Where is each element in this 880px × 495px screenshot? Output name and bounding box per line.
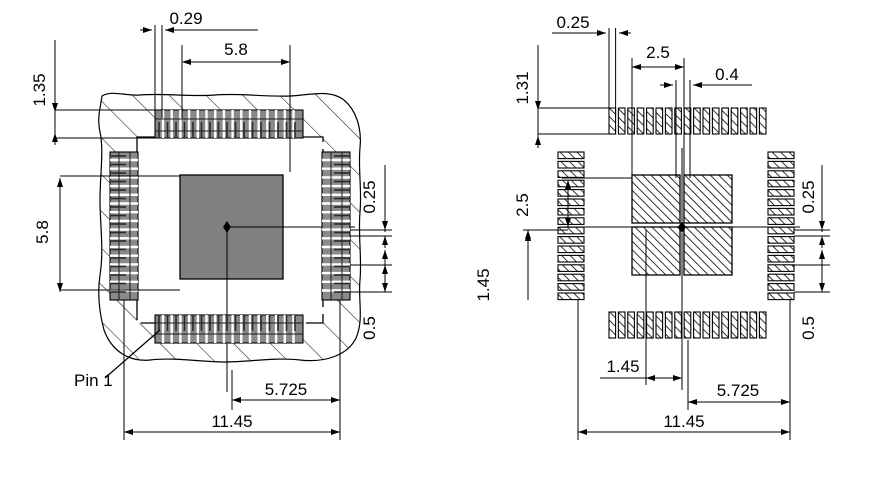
right-view-group: 0.25 1.31 2.5 0.4 2.5 1.45 0.25 0.5 1.45… bbox=[474, 13, 830, 440]
rv-dim-bottom-offset-h: 1.45 bbox=[606, 357, 639, 376]
dim-top-offset: 1.35 bbox=[30, 73, 49, 106]
dim-overall-width: 11.45 bbox=[211, 412, 252, 431]
rv-center-mark bbox=[560, 148, 800, 390]
dim-pad-gap-right: 0.5 bbox=[360, 316, 379, 340]
thermal-pad-tr bbox=[683, 174, 733, 224]
dim-body-width: 5.8 bbox=[224, 40, 248, 59]
rv-dim-top-offset: 1.31 bbox=[513, 71, 532, 104]
rv-thermal-pads bbox=[631, 174, 733, 276]
left-dimension-lines bbox=[52, 25, 392, 440]
dim-pad-pitch-right: 0.25 bbox=[360, 180, 379, 213]
rv-dim-pad-width: 0.25 bbox=[556, 13, 589, 32]
rv-top-pad-row bbox=[608, 107, 767, 135]
pin1-leader bbox=[104, 329, 161, 379]
rv-dim-bottom-offset-v: 1.45 bbox=[474, 268, 493, 301]
pin1-label: Pin 1 bbox=[74, 371, 113, 390]
top-pin-row bbox=[154, 109, 304, 139]
right-pin-column bbox=[321, 151, 351, 301]
rv-dim-pad-pitch-right: 0.25 bbox=[799, 180, 818, 213]
thermal-pad-tl bbox=[631, 174, 681, 224]
thermal-pad-bl bbox=[631, 226, 681, 276]
left-pin-column bbox=[109, 151, 139, 301]
right-dimension-lines bbox=[523, 28, 830, 440]
dim-center-to-edge: 5.725 bbox=[265, 380, 308, 399]
rv-dim-overall-width: 11.45 bbox=[663, 412, 704, 431]
rv-dim-thermal-span: 2.5 bbox=[646, 43, 670, 62]
dim-body-height: 5.8 bbox=[33, 220, 52, 244]
rv-dim-thermal-gap: 0.4 bbox=[715, 65, 739, 84]
rv-dim-center-to-edge: 5.725 bbox=[717, 381, 760, 400]
thermal-pad-br bbox=[683, 226, 733, 276]
rv-dim-pad-gap-right: 0.5 bbox=[799, 316, 818, 340]
dim-pin-width: 0.29 bbox=[169, 9, 202, 28]
left-view-group: 0.29 1.35 5.8 5.8 0.25 0.5 5.725 11.45 P… bbox=[30, 9, 392, 440]
rv-dim-left-offset: 2.5 bbox=[513, 193, 532, 217]
bottom-pin-row bbox=[154, 314, 304, 344]
rv-bottom-pad-row bbox=[608, 311, 767, 339]
rv-right-pad-column bbox=[767, 151, 795, 301]
rv-left-pad-column bbox=[557, 151, 585, 301]
